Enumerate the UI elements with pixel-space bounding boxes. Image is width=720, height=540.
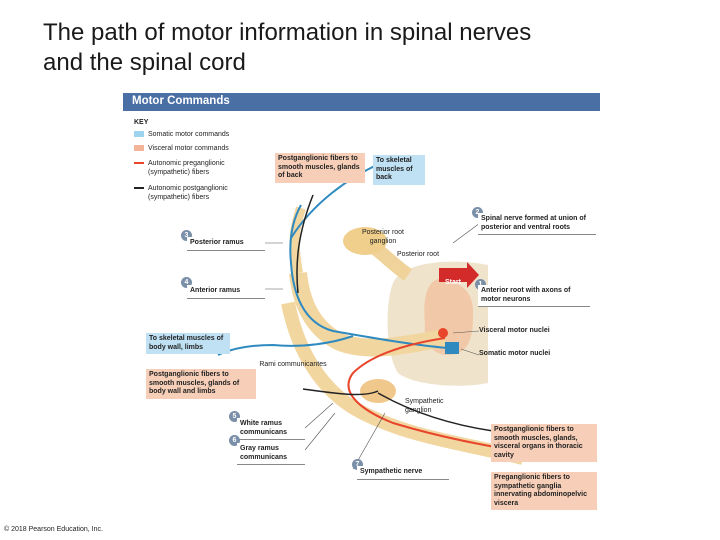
start-label: Start [445, 279, 461, 286]
key-swatch-preganglionic [134, 162, 144, 165]
somatic-fiber-posterior [289, 204, 449, 349]
key-item-postganglionic: Autonomic postganglionic (sympathetic) f… [134, 185, 274, 202]
postganglionic-fiber-back [296, 194, 314, 294]
step-2-badge: 2 [472, 207, 483, 218]
key-item-somatic: Somatic motor commands [134, 131, 274, 140]
leader-line [452, 330, 480, 334]
slide-title: The path of motor information in spinal … [43, 18, 703, 78]
label-somatic-motor-nuclei: Somatic motor nuclei [479, 350, 551, 357]
label-postganglionic-body-wall: Postganglionic fibers to smooth muscles,… [146, 369, 256, 399]
label-skeletal-body-wall: To skeletal muscles of body wall, limbs [146, 333, 230, 354]
key-label-postganglionic: Autonomic postganglionic (sympathetic) f… [148, 185, 228, 201]
key-swatch-postganglionic [134, 187, 144, 190]
label-sympathetic-nerve: Sympathetic nerve [357, 466, 449, 480]
label-preganglionic-abdomino: Preganglionic fibers to sympathetic gang… [491, 472, 597, 510]
label-posterior-ramus: Posterior ramus [187, 237, 265, 251]
key-label-preganglionic: Autonomic preganglionic (sympathetic) fi… [148, 160, 225, 176]
label-postganglionic-visceral: Postganglionic fibers to smooth muscles,… [491, 424, 597, 462]
spinal-nerve-illustration [217, 162, 529, 470]
label-visceral-motor-nuclei: Visceral motor nuclei [479, 327, 550, 334]
visceral-motor-nuclei-mark [438, 328, 448, 338]
label-rami-communicantes: Rami communicantes [259, 361, 327, 368]
step-6-badge: 6 [229, 435, 240, 446]
leader-line [460, 348, 480, 356]
label-skeletal-back: To skeletal muscles of back [373, 155, 425, 185]
slide-title-line-1: The path of motor information in spinal … [43, 19, 532, 46]
key-label-visceral: Visceral motor commands [148, 145, 229, 152]
anterior-ramus-branch [281, 301, 525, 465]
leader-line [452, 222, 481, 244]
motor-commands-figure: Motor Commands [123, 93, 600, 517]
copyright-notice: © 2018 Pearson Education, Inc. [4, 526, 103, 533]
label-posterior-root-ganglion: Posterior root ganglion [361, 229, 405, 245]
start-arrow [439, 262, 479, 288]
figure-header: Motor Commands [123, 93, 600, 111]
figure-header-title: Motor Commands [132, 95, 230, 107]
label-posterior-root: Posterior root [397, 251, 440, 258]
step-5-badge: 5 [229, 411, 240, 422]
key-swatch-somatic [134, 131, 144, 138]
preganglionic-fiber [347, 337, 529, 454]
key-label-somatic: Somatic motor commands [148, 131, 230, 138]
key-item-visceral: Visceral motor commands [134, 145, 274, 154]
somatic-fiber-anterior [217, 335, 354, 356]
label-spinal-nerve-union: Spinal nerve formed at union of posterio… [478, 213, 596, 235]
leader-line [304, 402, 334, 429]
key-swatch-visceral [134, 145, 144, 152]
postganglionic-fiber-visceral [377, 392, 494, 432]
step-3-badge: 3 [181, 230, 192, 241]
key-item-preganglionic: Autonomic preganglionic (sympathetic) fi… [134, 160, 274, 177]
posterior-root-ganglion [343, 227, 387, 255]
label-gray-ramus: Gray ramus communicans [237, 443, 305, 465]
leader-line [304, 412, 336, 451]
step-7-badge: 7 [352, 459, 363, 470]
slide-title-line-2: and the spinal cord [43, 49, 246, 76]
postganglionic-fiber-body-wall [302, 388, 379, 396]
label-anterior-root: Anterior root with axons of motor neuron… [478, 285, 590, 307]
step-4-badge: 4 [181, 277, 192, 288]
somatic-motor-nuclei-mark [445, 342, 459, 354]
key-title: KEY [134, 119, 149, 126]
somatic-fiber-back [290, 162, 382, 239]
label-anterior-ramus: Anterior ramus [187, 285, 265, 299]
label-sympathetic-ganglion: Sympathetic ganglion [405, 398, 444, 414]
step-1-badge: 1 [475, 279, 486, 290]
label-white-ramus: White ramus communicans [237, 418, 305, 440]
label-postganglionic-back: Postganglionic fibers to smooth muscles,… [275, 153, 365, 183]
